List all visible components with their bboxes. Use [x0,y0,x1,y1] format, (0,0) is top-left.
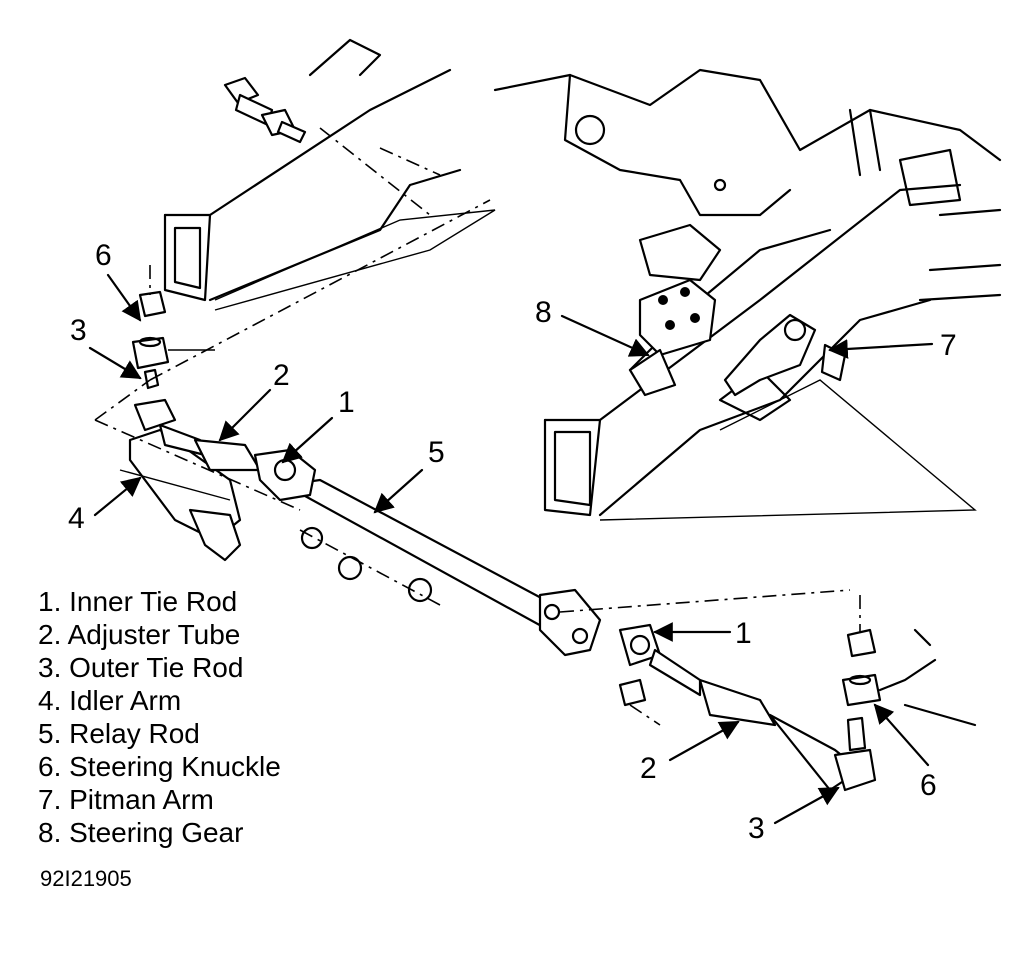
callout-2-bottom: 2 [640,720,740,785]
legend-item: 6. Steering Knuckle [38,751,281,782]
legend-item: 8. Steering Gear [38,817,244,848]
legend-item: 3. Outer Tie Rod [38,652,244,683]
idler-arm [119,428,242,562]
callout-3-left: 3 [70,314,142,380]
callout-label: 2 [273,359,290,392]
callout-6-right: 6 [873,703,937,802]
left-frame-rail [163,38,496,311]
callout-label: 6 [920,769,937,802]
callout-8: 8 [535,296,650,357]
callout-label: 6 [95,239,112,272]
callout-label: 2 [640,752,657,785]
legend-item: 4. Idler Arm [38,685,182,716]
callout-label: 3 [70,314,87,347]
legend-item: 2. Adjuster Tube [38,619,241,650]
loose-nuts-icon [299,526,441,606]
relay-rod [283,478,602,657]
callout-2-top: 2 [218,359,290,442]
left-knuckle-stack [131,265,215,390]
right-frame-crossmember [493,68,1002,521]
steering-gear [628,278,717,397]
callout-7: 7 [828,329,957,362]
right-knuckle-stack [841,595,977,752]
legend-item: 7. Pitman Arm [38,784,214,815]
callout-1-top: 1 [281,386,355,464]
figure-id: 92I21905 [40,866,132,891]
callout-label: 1 [735,617,752,650]
legend-item: 5. Relay Rod [38,718,200,749]
legend-item: 1. Inner Tie Rod [38,586,238,617]
callout-label: 7 [940,329,957,362]
callout-label: 8 [535,296,552,329]
callout-6-left: 6 [95,239,142,322]
callout-4: 4 [68,476,142,535]
callout-label: 3 [748,812,765,845]
guide-lines [94,199,851,613]
callout-label: 1 [338,386,355,419]
callout-label: 5 [428,436,445,469]
frame-bolts-icon [223,76,307,144]
callout-5: 5 [373,436,445,514]
right-tie-rod-assembly [618,623,877,792]
parts-legend: 1. Inner Tie Rod 2. Adjuster Tube 3. Out… [38,585,281,849]
callout-1-right: 1 [653,617,752,650]
pitman-arm [723,313,847,397]
callout-3-bottom: 3 [748,786,840,845]
callout-label: 4 [68,502,85,535]
